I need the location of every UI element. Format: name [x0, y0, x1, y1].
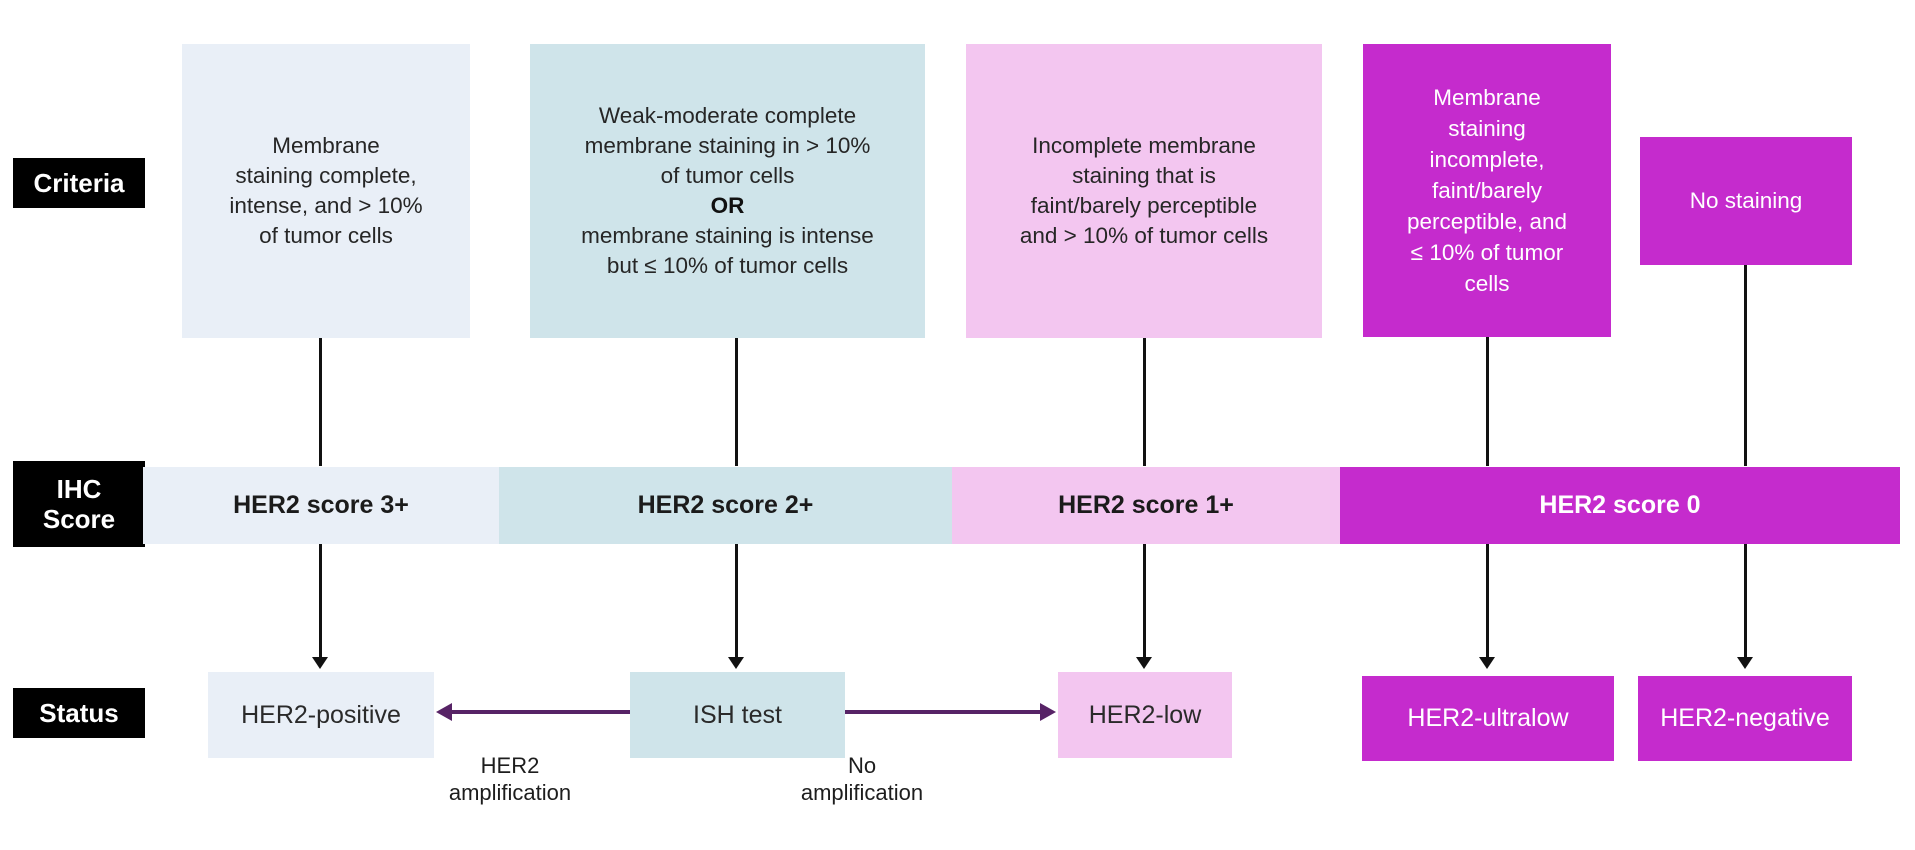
- ihc-bar-score1: HER2 score 1+: [952, 467, 1340, 544]
- criteria-box-score2-text-after: membrane staining is intense but ≤ 10% o…: [581, 223, 874, 278]
- connector-col2-upper: [735, 338, 738, 466]
- criteria-box-score1-text: Incomplete membrane staining that is fai…: [1019, 133, 1269, 248]
- criteria-box-no-staining-text: No staining: [1689, 188, 1803, 213]
- connector-col3-upper: [1143, 338, 1146, 466]
- down-arrow-icon: [312, 657, 328, 669]
- caption-her2-amplification: HER2 amplification: [448, 753, 572, 805]
- status-box-her2-positive: HER2-positive: [208, 672, 434, 758]
- connector-col3-lower: [1143, 544, 1146, 658]
- row-label-ihc-score: IHC Score: [13, 461, 145, 547]
- criteria-box-score2: Weak-moderate complete membrane staining…: [530, 44, 925, 338]
- criteria-box-score0-ultralow-text: Membrane staining incomplete, faint/bare…: [1406, 85, 1568, 296]
- connector-col1-lower: [319, 544, 322, 658]
- down-arrow-icon: [1737, 657, 1753, 669]
- status-box-her2-negative: HER2-negative: [1638, 676, 1852, 761]
- row-label-criteria: Criteria: [13, 158, 145, 208]
- row-label-criteria-text: Criteria: [33, 168, 125, 198]
- ihc-bar-score3: HER2 score 3+: [143, 467, 499, 544]
- connector-col1-upper: [319, 338, 322, 466]
- status-box-her2-ultralow: HER2-ultralow: [1362, 676, 1614, 761]
- ihc-bar-score2: HER2 score 2+: [499, 467, 952, 544]
- connector-col5-upper: [1744, 265, 1747, 466]
- status-her2-positive-text: HER2-positive: [241, 700, 401, 729]
- down-arrow-icon: [1479, 657, 1495, 669]
- ish-to-low-arrow-line: [845, 710, 1041, 714]
- criteria-box-score2-or: OR: [710, 193, 745, 218]
- ihc-bar-score1-label: HER2 score 1+: [1058, 491, 1234, 519]
- status-her2-ultralow-text: HER2-ultralow: [1407, 704, 1569, 732]
- row-label-ihc-line1: IHC: [56, 474, 102, 504]
- down-arrow-icon: [728, 657, 744, 669]
- criteria-box-score0-ultralow: Membrane staining incomplete, faint/bare…: [1363, 44, 1611, 337]
- status-her2-negative-text: HER2-negative: [1660, 704, 1830, 732]
- status-her2-low-text: HER2-low: [1088, 700, 1202, 729]
- row-label-ihc-line2: Score: [42, 504, 116, 534]
- row-label-status-text: Status: [39, 698, 119, 728]
- status-box-ish-test: ISH test: [630, 672, 845, 758]
- criteria-box-score3: Membrane staining complete, intense, and…: [182, 44, 470, 338]
- ihc-bar-score0-label: HER2 score 0: [1539, 491, 1701, 519]
- criteria-box-score2-text-before: Weak-moderate complete membrane staining…: [584, 103, 871, 188]
- status-box-her2-low: HER2-low: [1058, 672, 1232, 758]
- row-label-status: Status: [13, 688, 145, 738]
- ihc-bar-score2-label: HER2 score 2+: [637, 491, 814, 519]
- criteria-box-score1: Incomplete membrane staining that is fai…: [966, 44, 1322, 338]
- left-arrow-icon: [436, 703, 452, 721]
- ihc-bar-score0: HER2 score 0: [1340, 467, 1900, 544]
- caption-no-amplification: No amplification: [800, 753, 924, 805]
- connector-col5-lower: [1744, 544, 1747, 658]
- down-arrow-icon: [1136, 657, 1152, 669]
- criteria-box-score3-text: Membrane staining complete, intense, and…: [229, 133, 423, 248]
- connector-col4-lower: [1486, 544, 1489, 658]
- connector-col4-upper: [1486, 337, 1489, 466]
- right-arrow-icon: [1040, 703, 1056, 721]
- ish-to-positive-arrow-line: [450, 710, 630, 714]
- connector-col2-lower: [735, 544, 738, 658]
- ihc-bar-score3-label: HER2 score 3+: [233, 491, 409, 519]
- status-ish-test-text: ISH test: [693, 700, 782, 729]
- criteria-box-no-staining: No staining: [1640, 137, 1852, 265]
